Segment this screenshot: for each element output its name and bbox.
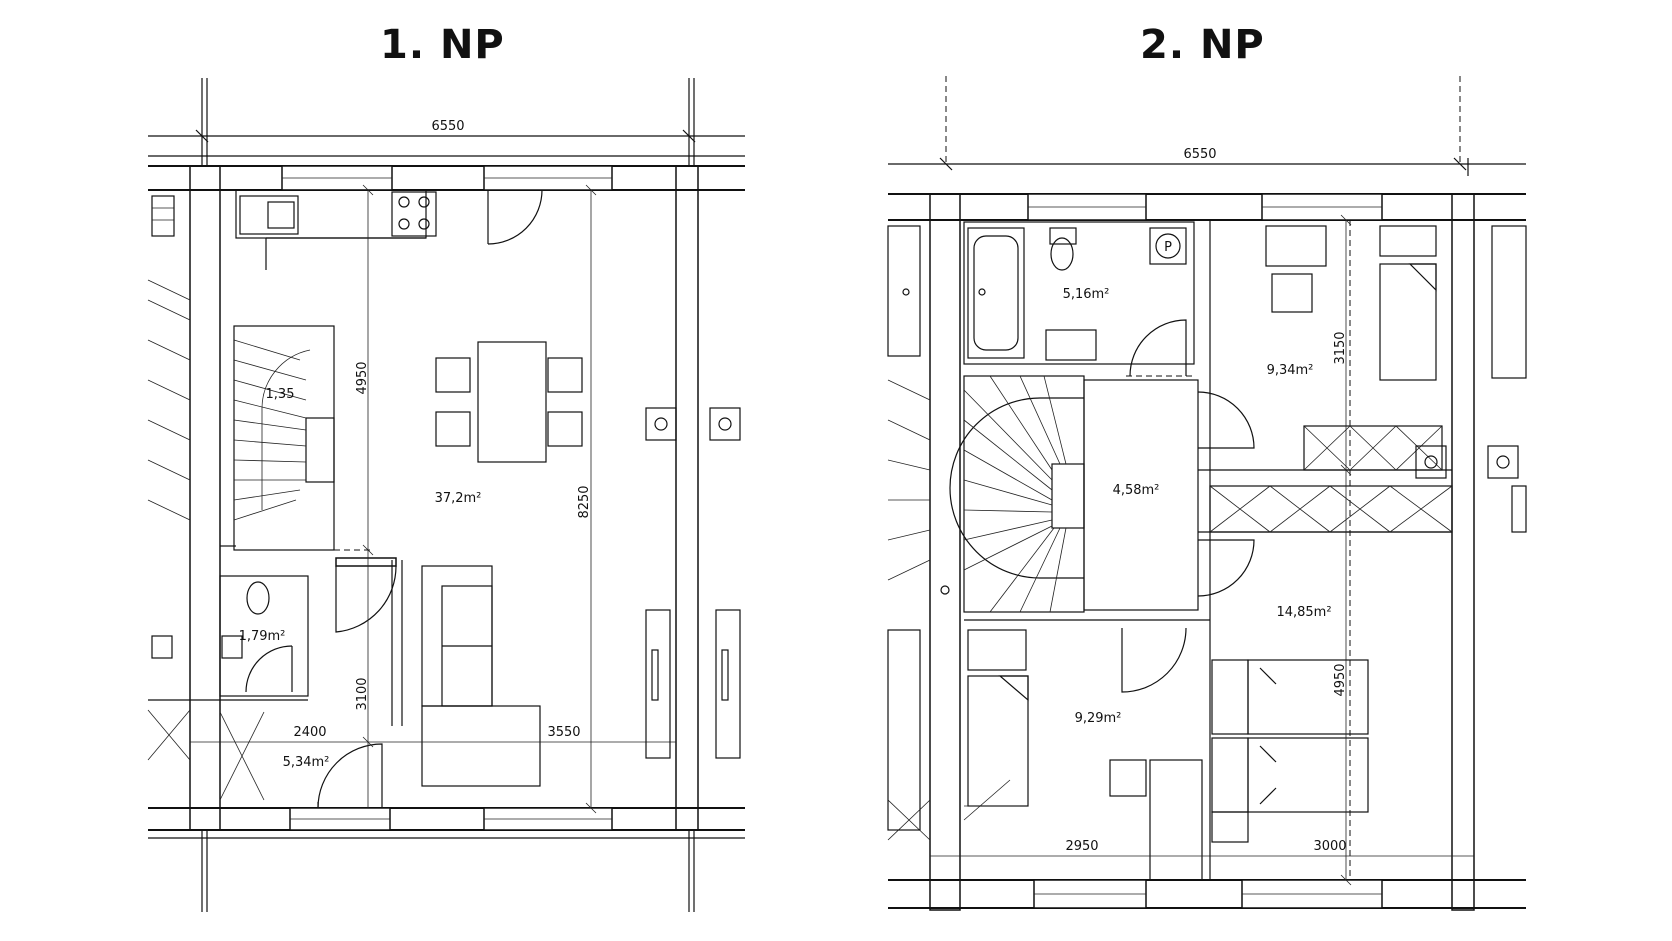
f2-bedroom-small-area: 9,34m²	[1267, 363, 1314, 378]
floor-2-title: 2. NP	[1140, 22, 1265, 68]
f1-wc-area: 1,79m²	[239, 629, 286, 644]
dining-table	[477, 341, 547, 463]
floor-2-plan: P	[887, 76, 1527, 911]
f2-boiler-label: P	[1164, 240, 1172, 255]
double-bed	[1211, 659, 1369, 843]
f2-dim-overall: 6550	[1183, 147, 1216, 162]
wardrobes	[1209, 425, 1527, 533]
f2-dim-right-width: 3000	[1313, 839, 1346, 854]
stair-floor-2	[949, 375, 1199, 613]
f2-dim-upper: 3150	[1333, 331, 1348, 364]
f1-entry-area: 5,34m²	[283, 755, 330, 770]
f1-dim-left-width: 2400	[293, 725, 326, 740]
f2-bedroom-large-area: 14,85m²	[1276, 605, 1331, 620]
floor-1-plan: 6550 4950 8250 3100 2400 3550 1,35 37,2m…	[147, 78, 745, 912]
f2-dim-left-width: 2950	[1065, 839, 1098, 854]
f1-stair-label: 1,35	[266, 387, 295, 402]
f1-dim-overall: 6550	[431, 119, 464, 134]
floor-1-title: 1. NP	[380, 22, 505, 68]
f1-dim-upper: 4950	[355, 361, 370, 394]
f1-dim-right-width: 3550	[547, 725, 580, 740]
f2-dim-lower: 4950	[1333, 663, 1348, 696]
f1-living-area: 37,2m²	[435, 491, 482, 506]
f2-bedroom-left-area: 9,29m²	[1075, 711, 1122, 726]
f2-bath-area: 5,16m²	[1063, 287, 1110, 302]
f1-dim-lower: 3100	[355, 677, 370, 710]
stair-floor-1	[233, 339, 311, 521]
f1-dim-living-depth: 8250	[577, 485, 592, 518]
sofa	[421, 565, 541, 787]
f2-hall-area: 4,58m²	[1113, 483, 1160, 498]
